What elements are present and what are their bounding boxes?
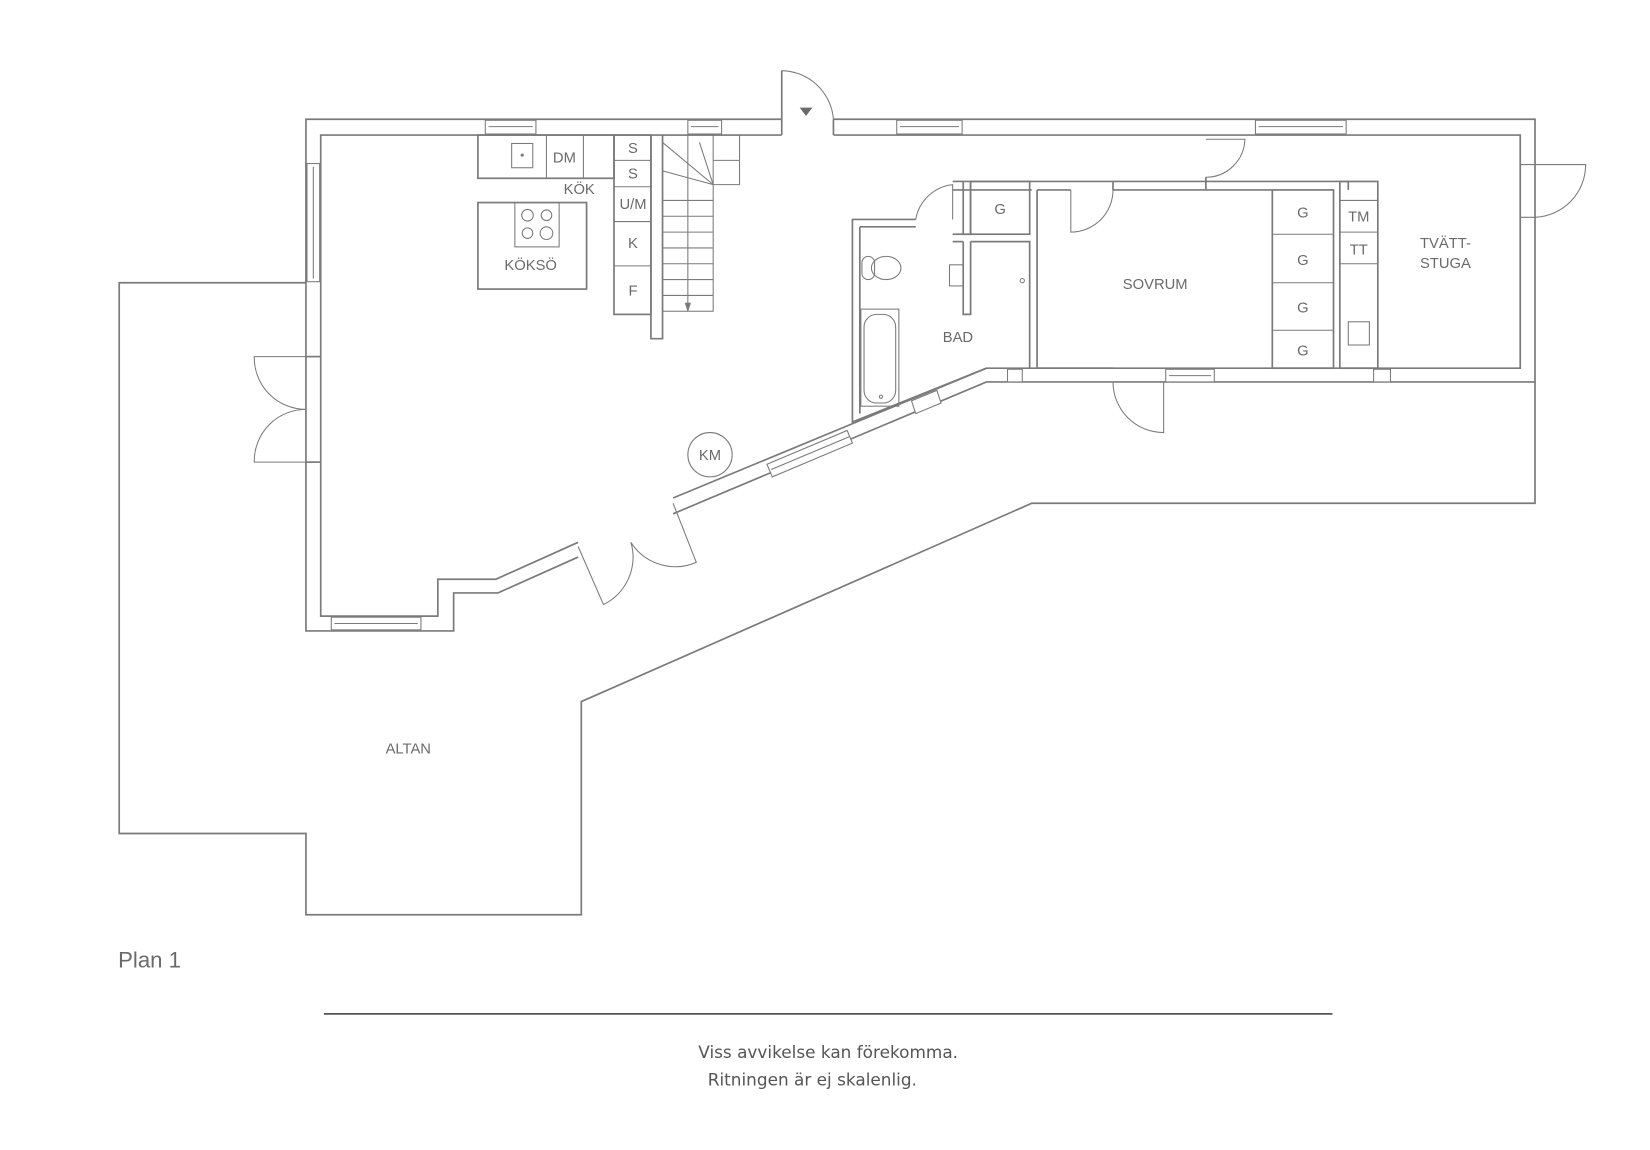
label-tt: TT bbox=[1350, 242, 1368, 258]
label-tvatt-1: TVÄTT- bbox=[1420, 235, 1471, 252]
sink-icon bbox=[511, 142, 534, 169]
disclaimer-line-1: Viss avvikelse kan förekomma. bbox=[698, 1042, 958, 1062]
label-kok: KÖK bbox=[564, 180, 595, 198]
label-koksö: KÖKSÖ bbox=[504, 256, 557, 274]
label-tm: TM bbox=[1348, 210, 1369, 226]
room-labels: DM KÖK KÖKSÖ S S U/M K F G BAD SOVRUM G … bbox=[386, 141, 1471, 757]
label-k: K bbox=[628, 236, 638, 252]
plan-title: Plan 1 bbox=[118, 947, 181, 972]
label-g1: G bbox=[1297, 205, 1308, 221]
label-dm: DM bbox=[553, 150, 576, 166]
label-s2: S bbox=[628, 166, 638, 182]
kitchen bbox=[477, 134, 652, 316]
label-g-hall: G bbox=[994, 202, 1005, 218]
washbasin-icon bbox=[948, 264, 964, 287]
label-altan: ALTAN bbox=[386, 741, 431, 757]
label-um: U/M bbox=[619, 197, 646, 213]
label-f: F bbox=[628, 283, 637, 299]
label-sovrum: SOVRUM bbox=[1123, 277, 1188, 293]
windows bbox=[306, 119, 1392, 631]
altan-outline bbox=[118, 281, 1536, 916]
stove-icon bbox=[514, 202, 560, 248]
toilet-icon bbox=[861, 255, 902, 281]
bathroom-fixtures bbox=[860, 255, 1025, 407]
bathtub-icon bbox=[860, 308, 900, 407]
label-tvatt-2: STUGA bbox=[1420, 256, 1471, 272]
exterior-walls bbox=[305, 118, 1536, 632]
staircase bbox=[662, 134, 741, 313]
doors bbox=[253, 70, 1587, 606]
km-fireplace-icon bbox=[687, 432, 733, 478]
label-km: KM bbox=[699, 448, 721, 464]
label-bad: BAD bbox=[943, 330, 973, 346]
stair-arrow-icon bbox=[684, 302, 692, 313]
label-g4: G bbox=[1297, 344, 1308, 360]
label-g3: G bbox=[1297, 300, 1308, 316]
disclaimer-line-2: Ritningen är ej skalenlig. bbox=[708, 1070, 917, 1090]
label-g2: G bbox=[1297, 253, 1308, 269]
label-s1: S bbox=[628, 141, 638, 157]
entrance-arrow-icon bbox=[799, 107, 813, 117]
